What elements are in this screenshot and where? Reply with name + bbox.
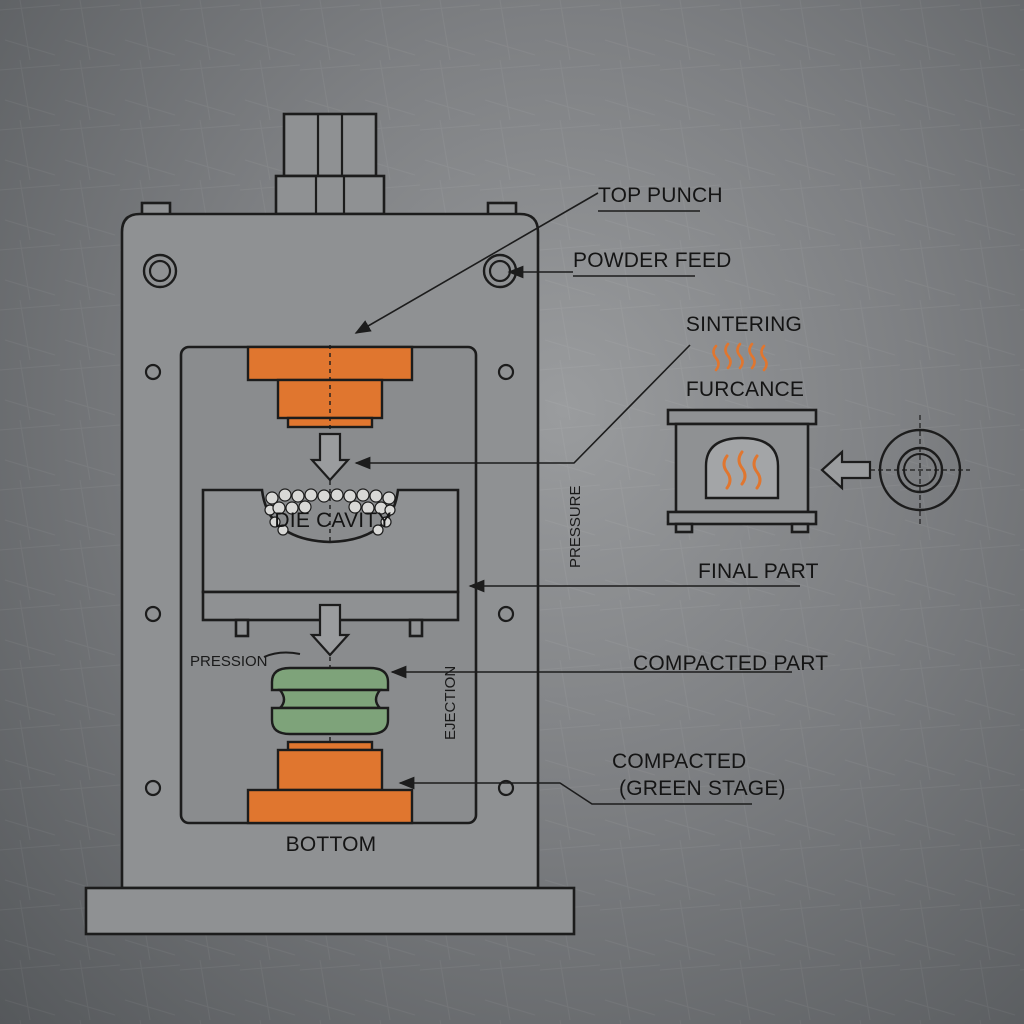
sintering-label: SINTERING (686, 313, 802, 336)
top-punch-label: TOP PUNCH (598, 184, 723, 207)
down-arrow-icon (309, 432, 351, 482)
base-plate (84, 886, 576, 936)
powder-particles (264, 488, 396, 536)
ejection-label: EJECTION (442, 666, 459, 740)
powder-feed-label: POWDER FEED (573, 249, 732, 272)
final-part-label: FINAL PART (698, 560, 819, 583)
pression-arrow-icon (263, 651, 301, 658)
compacted-green-label-2: (GREEN STAGE) (619, 777, 786, 800)
flame-icon (722, 450, 762, 490)
frame-holes (144, 363, 515, 797)
bolt-icon (142, 253, 178, 289)
furnace-label: FURCANCE (686, 378, 804, 401)
pression-label: PRESSION (190, 653, 268, 670)
top-cylinder (282, 112, 378, 178)
bottom-punch (246, 740, 414, 825)
heat-wave-icon (712, 342, 768, 372)
sintering-furnace (666, 408, 818, 534)
compacted-part-label: COMPACTED PART (633, 652, 828, 675)
compacted-green-label-1: COMPACTED (612, 750, 746, 773)
compacted-part (270, 666, 390, 736)
cylinder-mount (274, 174, 386, 216)
left-arrow-icon (820, 449, 872, 491)
die-cavity-label: DIE CAVITY (274, 509, 391, 532)
bottom-label: BOTTOM (286, 833, 377, 856)
down-arrow-icon (309, 603, 351, 657)
final-part-ring (870, 415, 970, 525)
pressure-label: PRESSURE (567, 485, 584, 568)
